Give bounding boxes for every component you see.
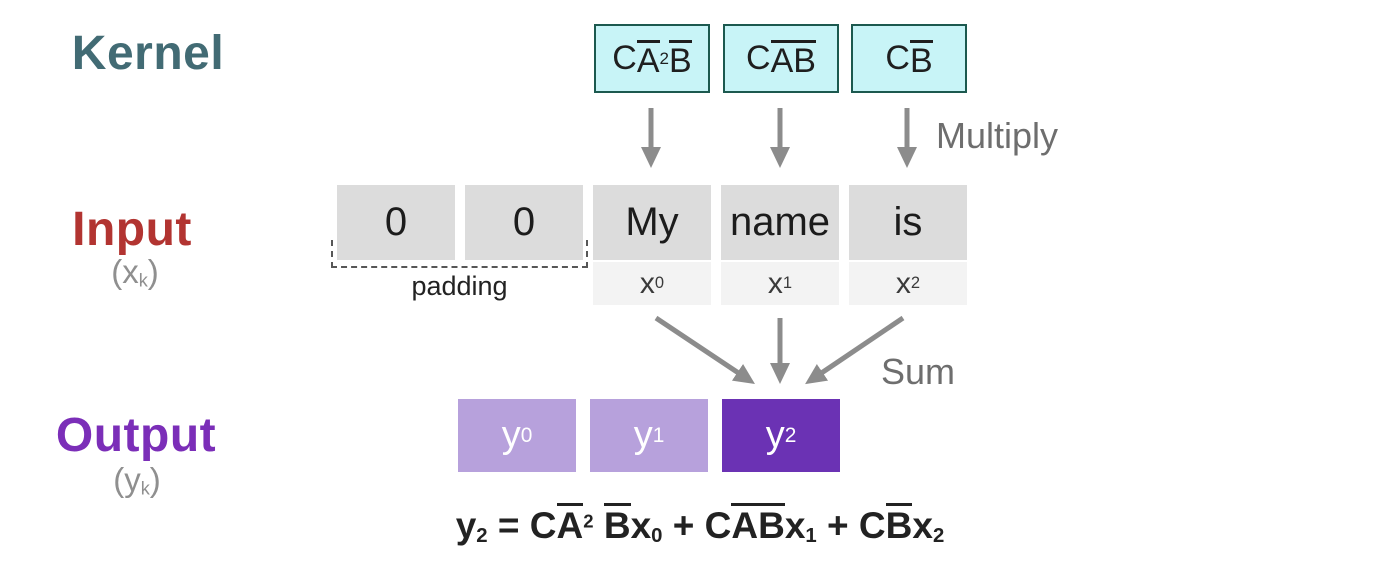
kernel-row-title: Kernel xyxy=(71,27,225,80)
input-cell-pad-0: 0 xyxy=(337,185,455,260)
multiply-label: Multiply xyxy=(936,115,1059,156)
input-row-subtitle: (xk) xyxy=(111,253,159,291)
padding-label: padding xyxy=(411,271,508,301)
output-row-subtitle: (yk) xyxy=(113,461,161,499)
padding-bracket xyxy=(331,240,588,268)
input-cell-word-2: is xyxy=(849,185,967,260)
sum-arrow-left xyxy=(654,315,755,384)
output-formula: y2 = CA2 Bx0 + CABx1 + CBx2 xyxy=(455,503,945,547)
input-cell-word-0: My xyxy=(593,185,711,260)
input-cell-pad-1: 0 xyxy=(465,185,583,260)
input-cell-word-1: name xyxy=(721,185,839,260)
input-row-title: Input xyxy=(72,203,192,256)
output-row-title: Output xyxy=(55,409,217,462)
sum-label: Sum xyxy=(881,351,956,392)
